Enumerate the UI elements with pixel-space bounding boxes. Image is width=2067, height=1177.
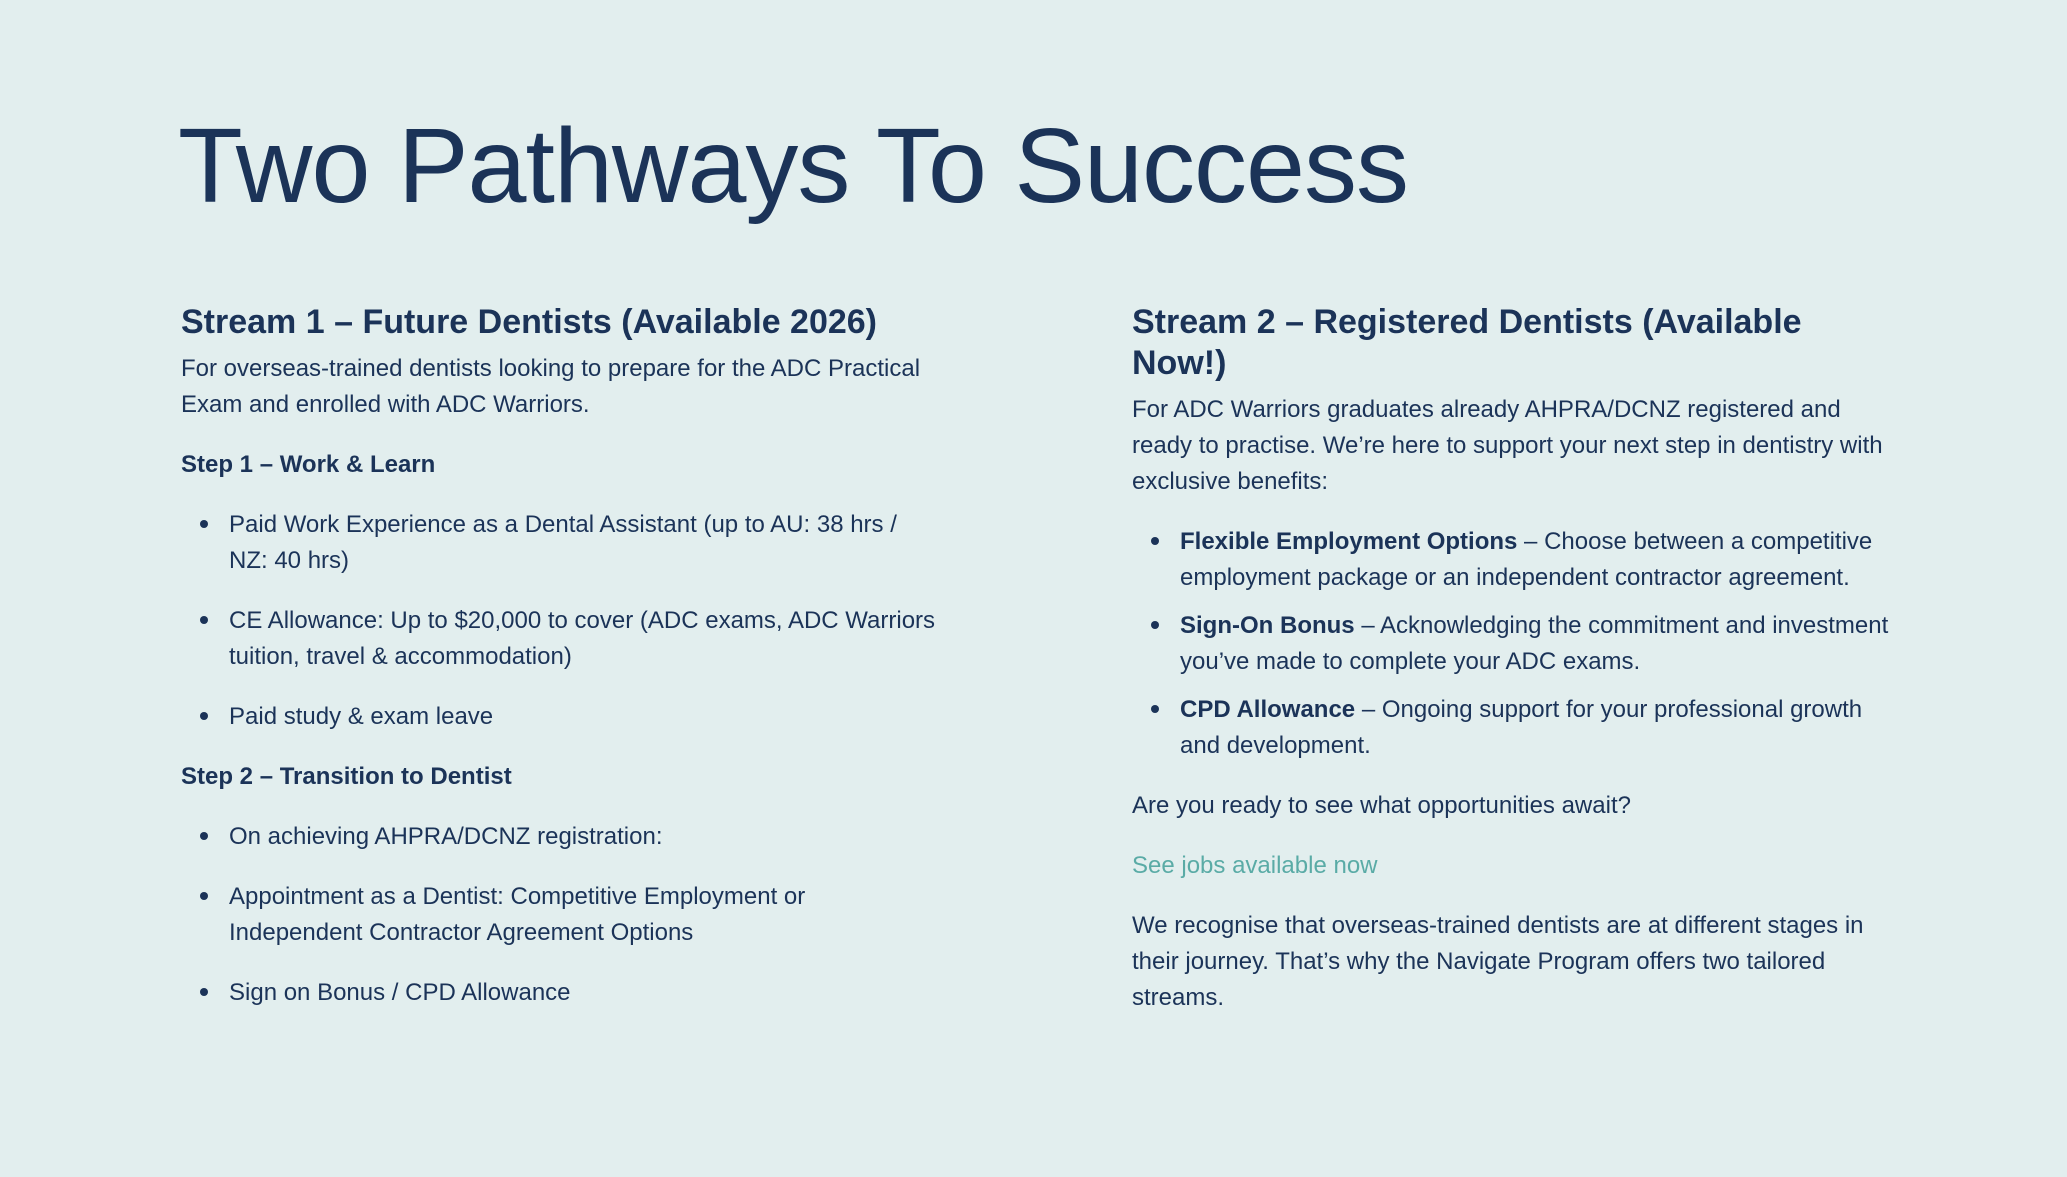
benefit-title: Flexible Employment Options bbox=[1180, 528, 1518, 555]
stream-2-intro: For ADC Warriors graduates already AHPRA… bbox=[1132, 396, 1883, 495]
list-item: On achieving AHPRA/DCNZ registration: bbox=[200, 819, 941, 855]
benefits-list: Flexible Employment Options – Choose bet… bbox=[1132, 524, 1892, 764]
list-item: Flexible Employment Options – Choose bet… bbox=[1151, 524, 1892, 596]
benefit-title: Sign-On Bonus bbox=[1180, 612, 1355, 639]
benefit-text: – Acknowledging the commitment and inves… bbox=[1180, 612, 1889, 675]
step-2-list: On achieving AHPRA/DCNZ registration: Ap… bbox=[181, 819, 941, 1011]
stream-1-intro: For overseas-trained dentists looking to… bbox=[181, 355, 921, 418]
benefit-text: – Choose between a competitive employmen… bbox=[1180, 528, 1873, 591]
stream-1-heading: Stream 1 – Future Dentists (Available 20… bbox=[181, 303, 878, 341]
list-item: Sign-On Bonus – Acknowledging the commit… bbox=[1151, 608, 1892, 680]
step-2-title: Step 2 – Transition to Dentist bbox=[181, 763, 512, 790]
see-jobs-link[interactable]: See jobs available now bbox=[1132, 852, 1378, 879]
stream-2-heading: Stream 2 – Registered Dentists (Availabl… bbox=[1132, 303, 1802, 382]
list-item: CPD Allowance – Ongoing support for your… bbox=[1151, 692, 1892, 764]
question-text: Are you ready to see what opportunities … bbox=[1132, 792, 1631, 819]
stream-2-column: Stream 2 – Registered Dentists (Availabl… bbox=[1132, 302, 1892, 1040]
list-item: Sign on Bonus / CPD Allowance bbox=[200, 975, 941, 1011]
page-title: Two Pathways To Success bbox=[178, 107, 1409, 225]
step-1-title: Step 1 – Work & Learn bbox=[181, 451, 436, 478]
closing-text: We recognise that overseas-trained denti… bbox=[1132, 912, 1864, 1011]
step-1-list: Paid Work Experience as a Dental Assista… bbox=[181, 507, 941, 735]
benefit-text: – Ongoing support for your professional … bbox=[1180, 696, 1863, 759]
list-item: CE Allowance: Up to $20,000 to cover (AD… bbox=[200, 603, 941, 675]
list-item: Paid Work Experience as a Dental Assista… bbox=[200, 507, 941, 579]
list-item: Paid study & exam leave bbox=[200, 699, 941, 735]
stream-1-column: Stream 1 – Future Dentists (Available 20… bbox=[181, 302, 941, 1035]
list-item: Appointment as a Dentist: Competitive Em… bbox=[200, 879, 941, 951]
benefit-title: CPD Allowance bbox=[1180, 696, 1356, 723]
